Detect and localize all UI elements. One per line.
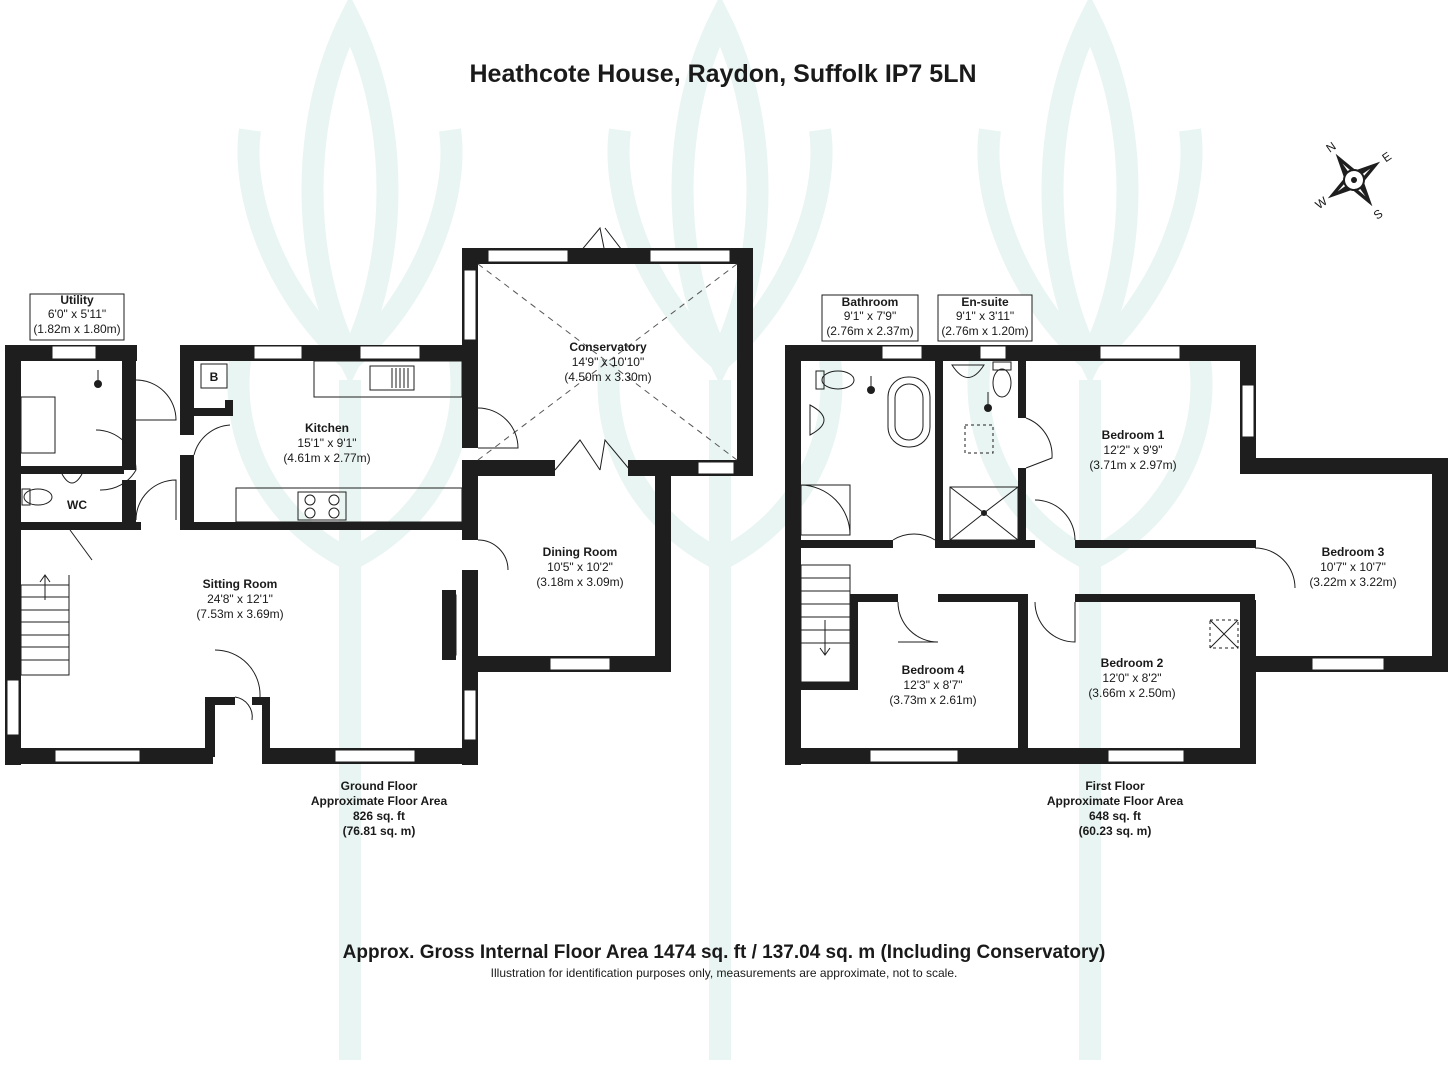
first-floor-subtitle: Approximate Floor Area xyxy=(1047,794,1184,808)
bedroom3-dim-metric: (3.22m x 3.22m) xyxy=(1309,575,1396,589)
bathtub-icon xyxy=(887,376,931,448)
bedroom4-dim-imperial: 12'3" x 8'7" xyxy=(903,678,962,692)
toilet-icon xyxy=(992,368,1012,398)
kitchen-dim-metric: (4.61m x 2.77m) xyxy=(283,451,370,465)
utility-dim-imperial: 6'0" x 5'11" xyxy=(48,307,106,321)
basin-icon xyxy=(61,473,83,484)
utility-name: Utility xyxy=(60,293,94,307)
bedroom1-label: Bedroom 1 12'2" x 9'9" (3.71m x 2.97m) xyxy=(1089,428,1176,472)
bathroom-fittings xyxy=(800,370,931,536)
ensuite-dim-imperial: 9'1" x 3'11" xyxy=(956,309,1014,323)
ground-floor-title: Ground Floor xyxy=(341,779,418,793)
ensuite-fittings xyxy=(949,361,1019,541)
bedroom4-label: Bedroom 4 12'3" x 8'7" (3.73m x 2.61m) xyxy=(889,663,976,707)
first-floor-sqft: 648 sq. ft xyxy=(1089,809,1141,823)
compass-letter-s: S xyxy=(1371,206,1386,222)
kitchen-dim-imperial: 15'1" x 9'1" xyxy=(297,436,356,450)
sitting-room-name: Sitting Room xyxy=(203,577,278,591)
bedroom1-dim-imperial: 12'2" x 9'9" xyxy=(1103,443,1162,457)
kitchen-name: Kitchen xyxy=(305,421,349,435)
boiler-label: B xyxy=(210,370,219,384)
shower-tray-icon xyxy=(949,486,1019,541)
ground-stairs xyxy=(20,574,70,676)
bathroom-label: Bathroom 9'1" x 7'9" (2.76m x 2.37m) xyxy=(821,294,919,342)
gross-area-text: Approx. Gross Internal Floor Area 1474 s… xyxy=(343,942,1106,963)
dining-room-dim-metric: (3.18m x 3.09m) xyxy=(536,575,623,589)
toilet-icon xyxy=(23,488,53,506)
bedroom4-name: Bedroom 4 xyxy=(902,663,965,677)
first-floor-plan xyxy=(785,345,1448,765)
kitchen-sink-icon xyxy=(369,365,415,391)
dining-room-dim-imperial: 10'5" x 10'2" xyxy=(547,560,613,574)
ground-floor-sqm: (76.81 sq. m) xyxy=(343,824,416,838)
ensuite-dim-metric: (2.76m x 1.20m) xyxy=(941,324,1028,338)
utility-label: Utility 6'0" x 5'11" (1.82m x 1.80m) xyxy=(29,293,125,341)
kitchen-label: Kitchen 15'1" x 9'1" (4.61m x 2.77m) xyxy=(283,421,370,465)
compass-letter-w: W xyxy=(1313,194,1331,212)
bathroom-name: Bathroom xyxy=(842,295,899,309)
ensuite-label: En-suite 9'1" x 3'11" (2.76m x 1.20m) xyxy=(937,294,1033,342)
sitting-room-label: Sitting Room 24'8" x 12'1" (7.53m x 3.69… xyxy=(196,577,283,621)
kitchen-counter-top xyxy=(313,360,463,398)
bedroom1-dim-metric: (3.71m x 2.97m) xyxy=(1089,458,1176,472)
ground-floor-plan: B WC xyxy=(5,226,753,765)
toilet-icon xyxy=(821,370,855,390)
disclaimer-text: Illustration for identification purposes… xyxy=(491,966,958,980)
bedroom2-name: Bedroom 2 xyxy=(1101,656,1164,670)
kitchen-counter-bottom xyxy=(235,487,463,523)
bathroom-dim-metric: (2.76m x 2.37m) xyxy=(826,324,913,338)
property-title: Heathcote House, Raydon, Suffolk IP7 5LN xyxy=(469,60,976,88)
utility-worktop xyxy=(20,396,56,454)
bedroom3-name: Bedroom 3 xyxy=(1322,545,1385,559)
fireplace-icon xyxy=(445,594,457,656)
utility-dim-metric: (1.82m x 1.80m) xyxy=(33,322,120,336)
compass-rose-icon: N E S W xyxy=(1313,139,1394,222)
conservatory-name: Conservatory xyxy=(569,340,647,354)
light-point-icon xyxy=(867,386,875,394)
sitting-room-dim-metric: (7.53m x 3.69m) xyxy=(196,607,283,621)
bedroom3-dim-imperial: 10'7" x 10'7" xyxy=(1320,560,1386,574)
skylight-icon xyxy=(1209,619,1239,649)
bedroom1-name: Bedroom 1 xyxy=(1102,428,1165,442)
watermark-leaves xyxy=(227,0,1213,1060)
first-floor-title: First Floor xyxy=(1085,779,1145,793)
compass-letter-n: N xyxy=(1323,139,1338,155)
basin-icon xyxy=(951,364,985,378)
bedroom2-label: Bedroom 2 12'0" x 8'2" (3.66m x 2.50m) xyxy=(1088,656,1175,700)
first-stairs xyxy=(800,564,851,683)
dining-room-name: Dining Room xyxy=(543,545,618,559)
ground-floor-subtitle: Approximate Floor Area xyxy=(311,794,448,808)
conservatory-dim-metric: (4.50m x 3.30m) xyxy=(564,370,651,384)
light-point-icon xyxy=(94,380,102,388)
ground-floor-sqft: 826 sq. ft xyxy=(353,809,405,823)
light-point-icon xyxy=(984,404,992,412)
first-floor-sqm: (60.23 sq. m) xyxy=(1079,824,1152,838)
bathroom-dim-imperial: 9'1" x 7'9" xyxy=(844,309,896,323)
first-floor-area-label: First Floor Approximate Floor Area 648 s… xyxy=(1047,779,1184,838)
bedroom2-dim-metric: (3.66m x 2.50m) xyxy=(1088,686,1175,700)
conservatory-label: Conservatory 14'9" x 10'10" (4.50m x 3.3… xyxy=(564,340,651,384)
compass-letter-e: E xyxy=(1379,149,1394,165)
basin-icon xyxy=(809,404,825,436)
wc-label: WC xyxy=(67,498,87,512)
conservatory-dim-imperial: 14'9" x 10'10" xyxy=(572,355,645,369)
sitting-room-dim-imperial: 24'8" x 12'1" xyxy=(207,592,273,606)
bedroom3-label: Bedroom 3 10'7" x 10'7" (3.22m x 3.22m) xyxy=(1309,545,1396,589)
dining-room-label: Dining Room 10'5" x 10'2" (3.18m x 3.09m… xyxy=(536,545,623,589)
shower-corner-icon xyxy=(800,484,851,536)
ground-floor-area-label: Ground Floor Approximate Floor Area 826 … xyxy=(311,779,448,838)
ensuite-name: En-suite xyxy=(961,295,1009,309)
boiler-cupboard xyxy=(200,363,228,389)
bedroom2-dim-imperial: 12'0" x 8'2" xyxy=(1102,671,1161,685)
skylight-icon xyxy=(964,424,994,454)
bedroom4-dim-metric: (3.73m x 2.61m) xyxy=(889,693,976,707)
hob-icon xyxy=(297,491,347,521)
